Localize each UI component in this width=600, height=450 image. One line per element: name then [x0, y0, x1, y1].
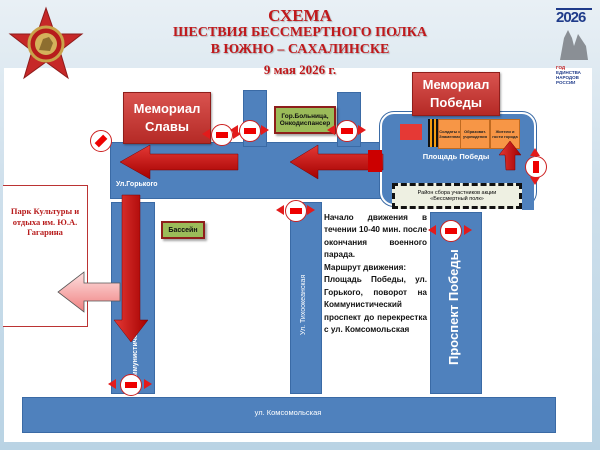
arrow-left-icon	[108, 379, 116, 389]
memorial-glory: Мемориал Славы	[123, 92, 211, 144]
logo-caption-line: НАРОДОВ	[556, 75, 579, 80]
memorial-victory: Мемориал Победы	[412, 72, 500, 116]
route-info: Начало движения в течении 10-40 мин. пос…	[324, 212, 427, 337]
logo-year: 2026	[556, 9, 586, 26]
assembly-area: Район сбора участников акции «Бессмертны…	[392, 183, 522, 209]
title-line-2: ШЕСТВИЯ БЕССМЕРТНОГО ПОЛКА	[173, 25, 427, 40]
arrow-left-icon	[276, 205, 284, 215]
route-arrow-kommunistichesky-south	[113, 194, 149, 343]
order-star-emblem-icon	[8, 6, 84, 80]
arrow-left-icon	[428, 225, 436, 235]
victory-square-label: Площадь Победы	[422, 152, 490, 161]
arrow-down-icon	[530, 177, 540, 185]
arrow-right-icon	[464, 225, 472, 235]
logo-caption-line: ГОД	[556, 65, 566, 70]
arrow-left-icon	[230, 125, 238, 135]
road-tikhookeanskaya	[290, 202, 322, 394]
logo-caption-line: РОССИИ	[556, 80, 576, 85]
hospital-label: Гор.Больница, Онкодиспансер	[274, 106, 336, 134]
route-start-text: Начало движения в течении 10-40 мин. пос…	[324, 213, 427, 260]
street-label-komsomolskaya: ул. Комсомольская	[254, 408, 322, 417]
arrow-left-icon	[327, 125, 335, 135]
no-entry-icon	[336, 120, 358, 142]
route-arrow-gorkogo-west	[119, 144, 239, 180]
no-entry-icon	[120, 374, 142, 396]
arrow-right-icon	[358, 125, 366, 135]
no-entry-icon	[239, 120, 261, 142]
no-entry-icon	[211, 124, 233, 146]
route-arrow-assembly-north	[498, 140, 522, 171]
no-entry-icon	[285, 200, 307, 222]
arrow-right-icon	[261, 125, 269, 135]
logo-caption-line: ЕДИНСТВА	[556, 70, 581, 75]
route-title: Маршрут движения:	[324, 262, 407, 272]
road-komsomolskaya	[22, 397, 556, 433]
title-date: 9 мая 2026 г.	[263, 62, 337, 77]
street-label-gorkogo: Ул.Горького	[116, 181, 158, 188]
pool-label: Бассейн	[161, 221, 205, 239]
banner-flag-icon	[400, 124, 422, 140]
park-label: Парк Культуры и отдыха им. Ю.А. Гагарина	[10, 206, 80, 238]
logo-caption: ГОД ЕДИНСТВА НАРОДОВ РОССИИ	[556, 65, 596, 85]
road-prospekt-pobedy	[430, 212, 482, 394]
no-entry-icon	[440, 220, 462, 242]
column-block-1: Солдаты и Знаменная	[438, 119, 462, 149]
arrow-up-icon	[530, 148, 540, 156]
park-area: Парк Культуры и отдыха им. Ю.А. Гагарина	[3, 185, 88, 327]
memorial-victory-line-1: Мемориал	[422, 77, 490, 93]
title-line-1: СХЕМА	[268, 6, 332, 25]
memorial-victory-line-2: Победы	[430, 95, 482, 110]
route-arrow-square-stub	[368, 150, 382, 172]
title-line-3: В ЮЖНО – САХАЛИНСКЕ	[210, 42, 390, 57]
arrow-right-icon	[144, 379, 152, 389]
no-entry-icon	[525, 156, 547, 178]
route-arrow-park-west	[57, 271, 121, 313]
column-block-2: Образоват. учреждения	[460, 119, 490, 149]
route-description: Площадь Победы, ул. Горького, поворот на…	[324, 275, 427, 335]
unity-year-logo: 2026 ГОД ЕДИНСТВА НАРОДОВ РОССИИ	[556, 8, 596, 88]
ribbon-icon	[428, 119, 438, 147]
arrow-left-icon	[202, 129, 210, 139]
logo-rule	[556, 8, 592, 10]
arrow-right-icon	[307, 205, 315, 215]
monument-icon	[560, 30, 588, 60]
